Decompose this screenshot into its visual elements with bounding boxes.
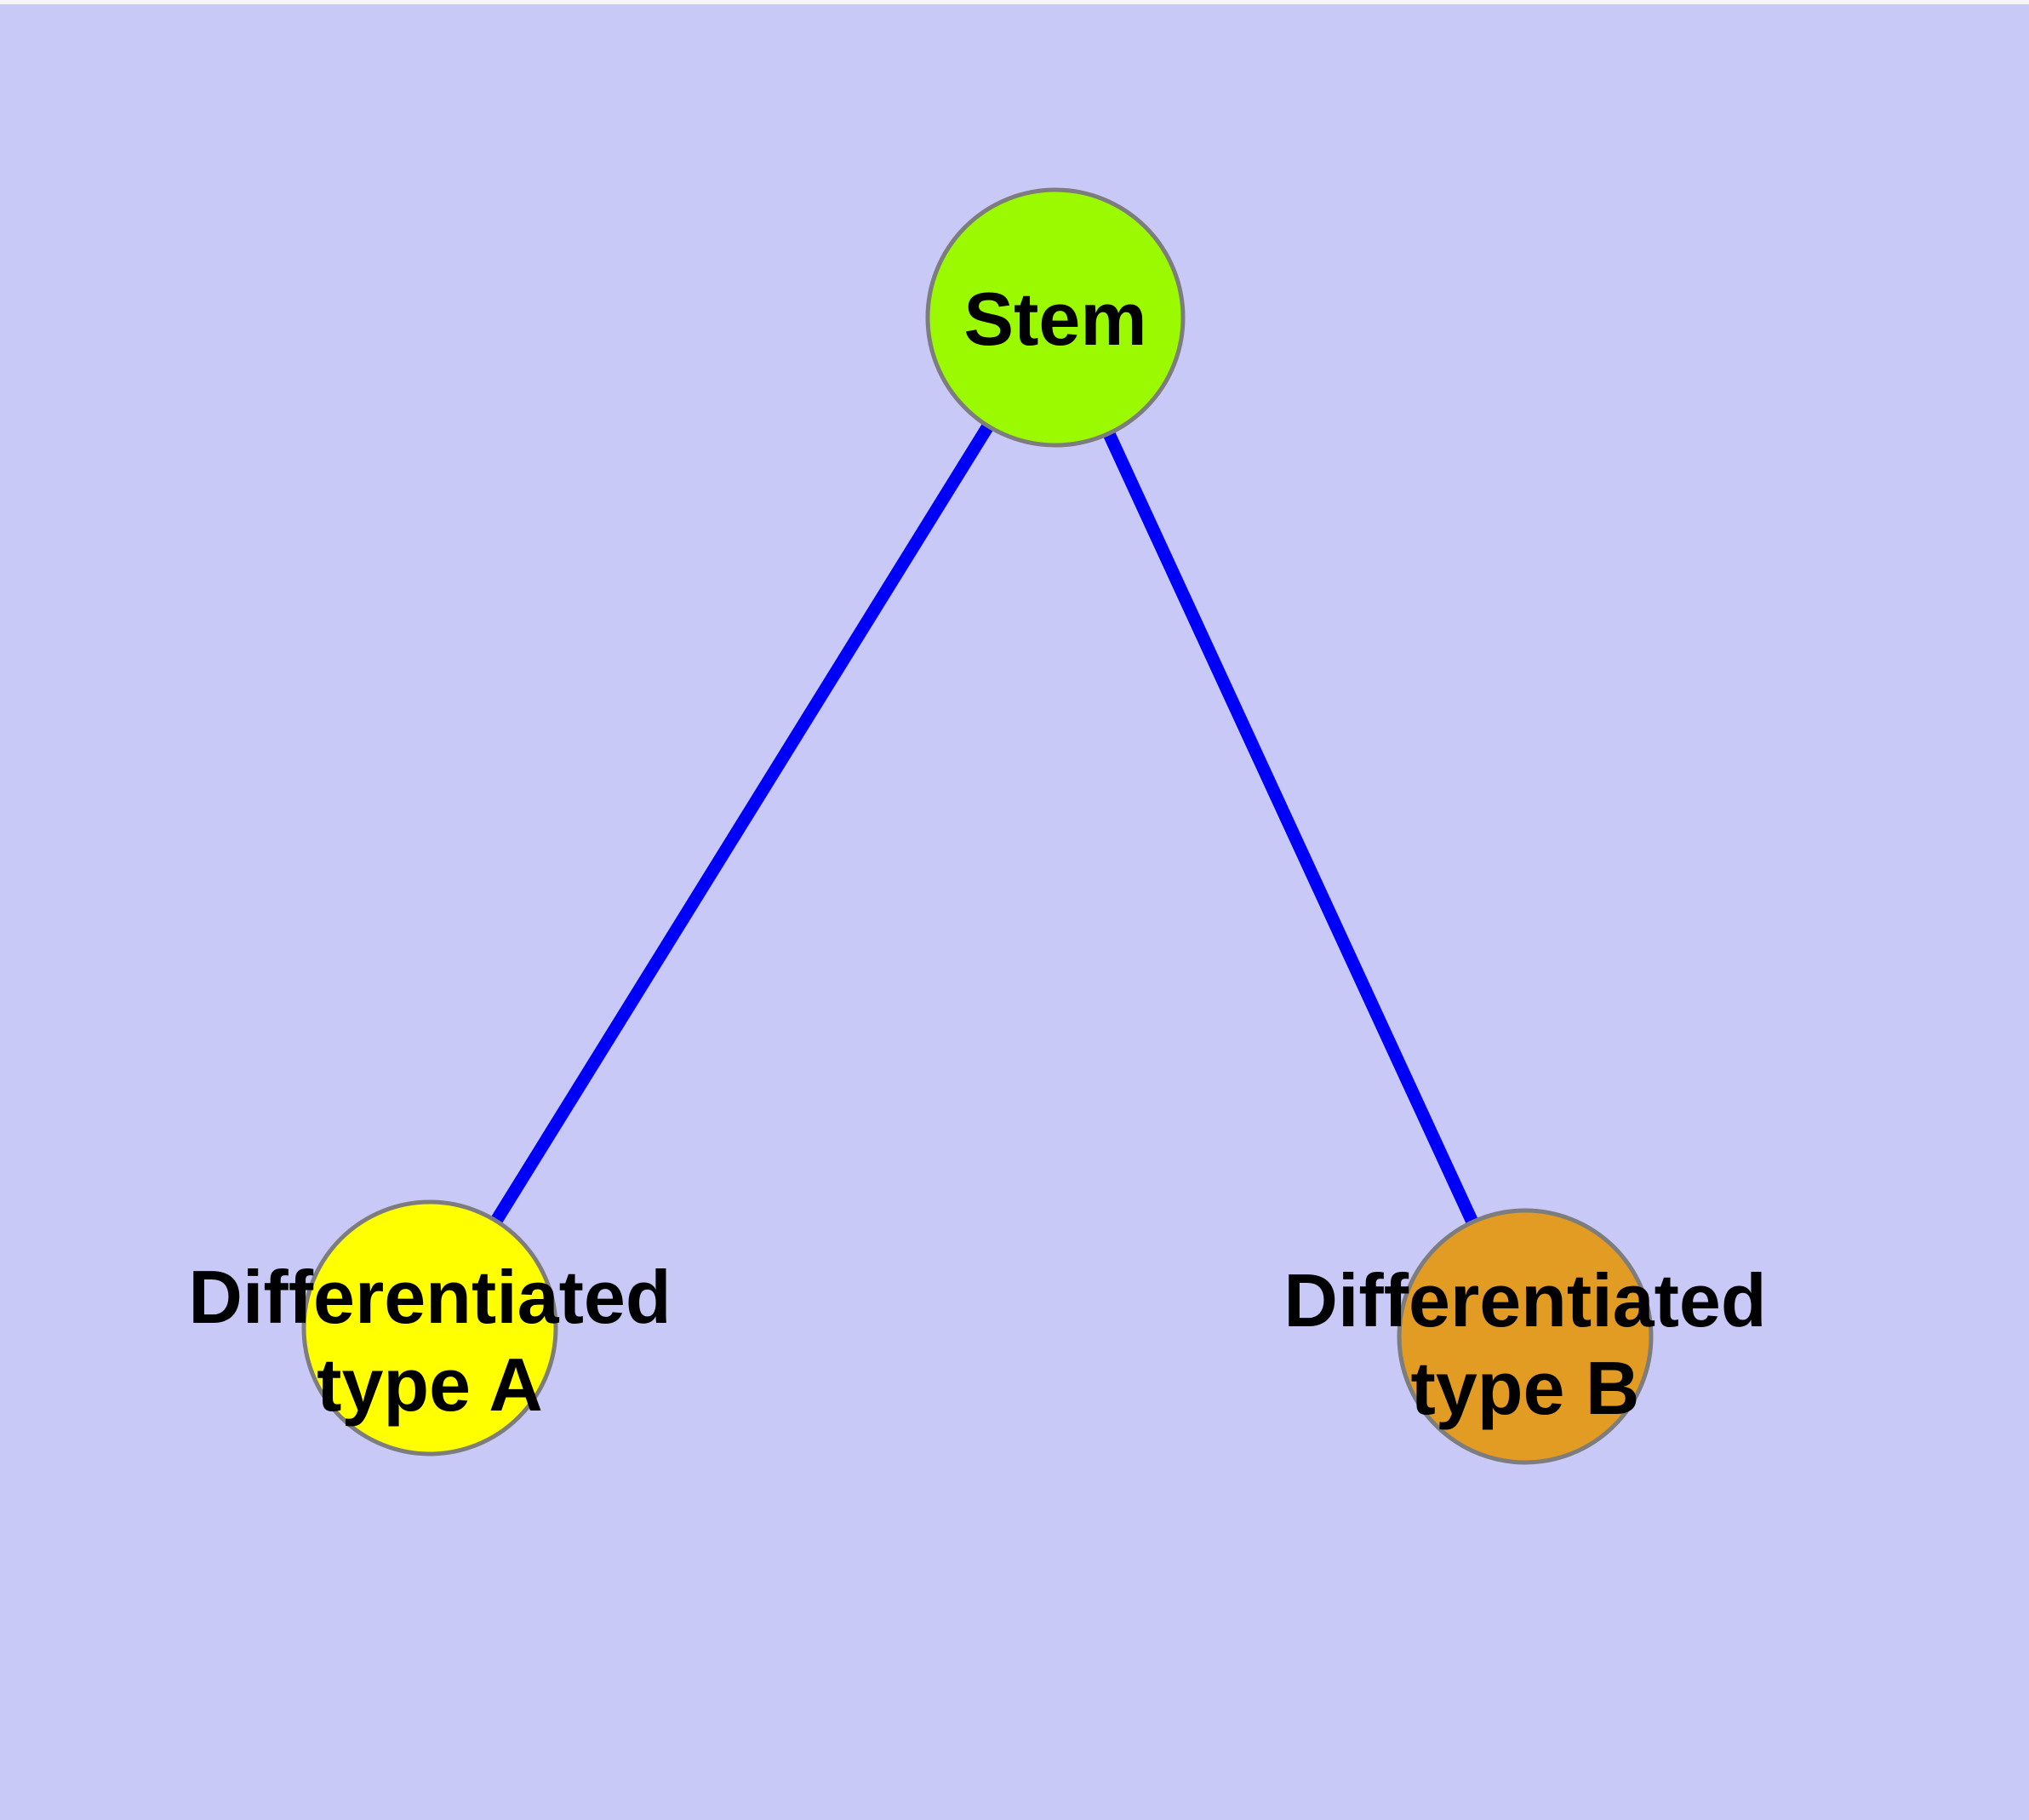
- node-stem-label: Stem: [963, 277, 1146, 361]
- edge-stem-to-type-a: [424, 314, 1061, 1331]
- node-type-a-label-line2: type A: [317, 1342, 543, 1427]
- node-stem: Stem: [925, 187, 1186, 448]
- node-type-a-circle: [301, 1199, 558, 1457]
- node-type-b-circle: [1397, 1208, 1654, 1465]
- node-type-b-label-line2: type B: [1411, 1346, 1640, 1430]
- node-type-b-label-line1: Differentiated: [1283, 1258, 1766, 1342]
- node-stem-circle: [925, 187, 1186, 448]
- edge-stem-to-type-b: [1049, 314, 1531, 1340]
- node-type-a-label-line1: Differentiated: [188, 1255, 671, 1339]
- top-margin-strip: [0, 0, 2029, 4]
- node-differentiated-type-b: Differentiated type B: [1283, 1208, 1767, 1465]
- node-differentiated-type-a: Differentiated type A: [188, 1199, 672, 1457]
